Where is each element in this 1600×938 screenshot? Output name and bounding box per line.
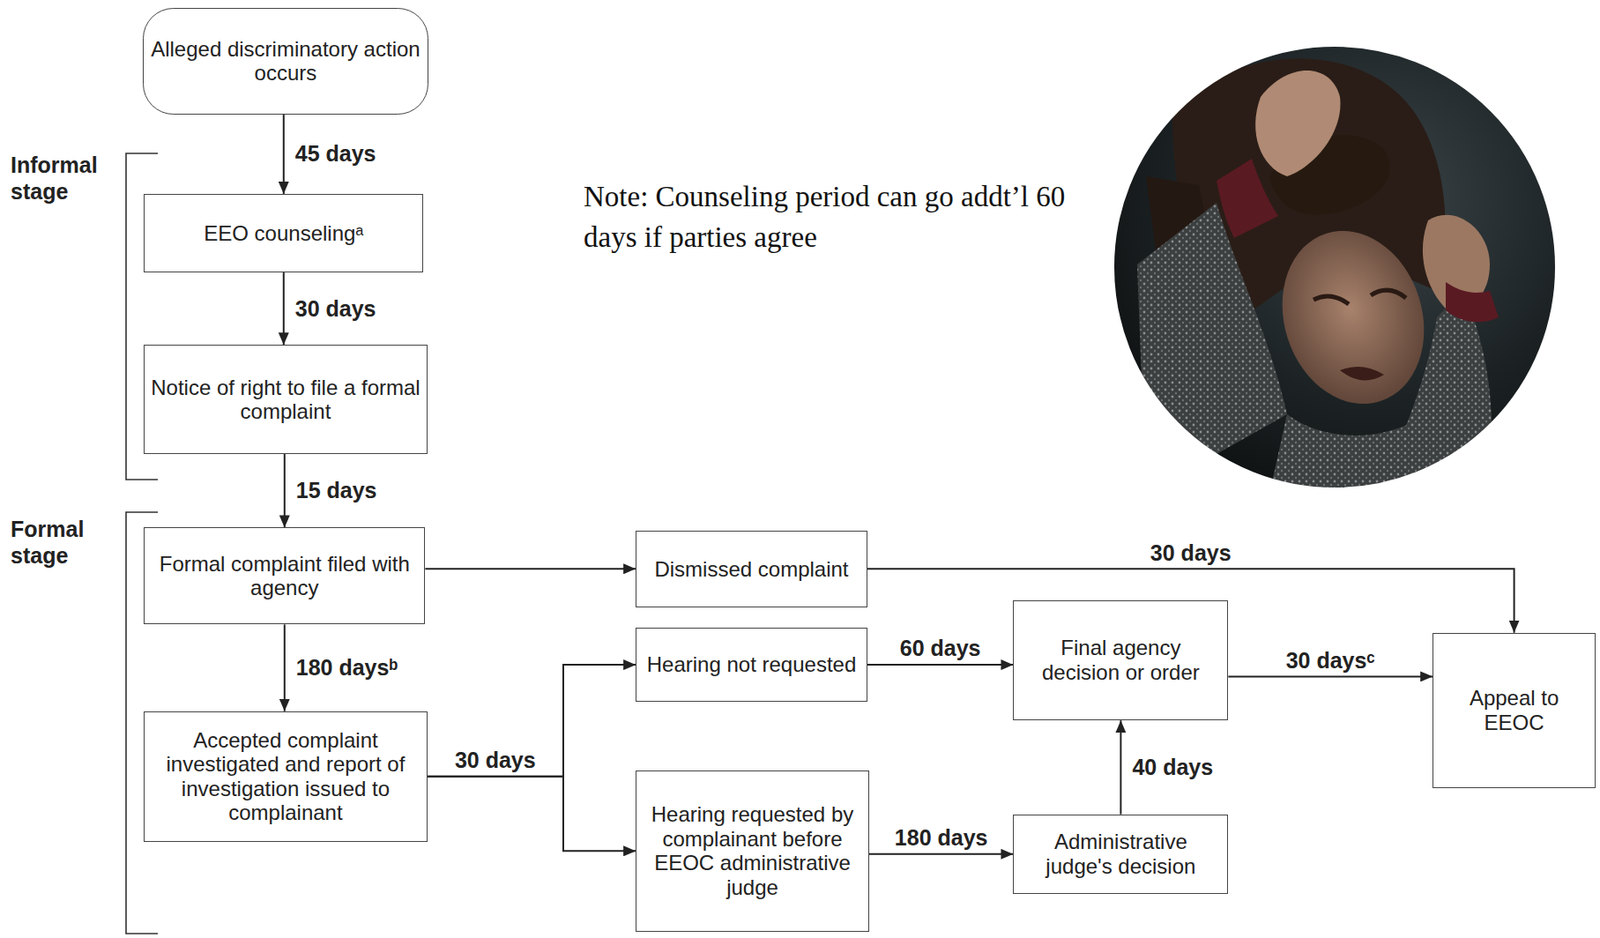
flow-arrow <box>1119 720 1122 815</box>
process-box: Appeal to EEOC <box>1432 632 1596 789</box>
photo-background <box>1110 44 1561 494</box>
face <box>1260 212 1446 423</box>
duration-label: 30 days <box>452 747 539 774</box>
distressed-woman-photo <box>1110 44 1561 494</box>
right-cuff <box>1445 282 1499 322</box>
process-box: Final agency decision or order <box>1012 600 1228 722</box>
box-text: Hearing requested by complainant before … <box>641 802 864 900</box>
duration-label: 180 days <box>892 825 991 851</box>
duration-label: 40 days <box>1129 754 1216 781</box>
left-sleeve <box>1137 202 1288 494</box>
mouth <box>1339 366 1385 380</box>
box-text: Hearing not requested <box>647 652 857 678</box>
process-box: Hearing not requested <box>635 627 868 702</box>
process-box: Formal complaint filed with agency <box>143 527 425 625</box>
box-text: Dismissed complaint <box>654 557 849 582</box>
duration-label: 60 days <box>897 635 984 662</box>
box-text: Administrative judge's decision <box>1019 829 1222 879</box>
process-box: Administrative judge's decision <box>1012 814 1228 894</box>
flow-arrow <box>283 624 286 711</box>
stage-label: Formal stage <box>10 515 126 569</box>
duration-label: 180 daysᵇ <box>293 654 401 681</box>
box-text: Accepted complaint investigated and repo… <box>149 728 421 826</box>
stage-label: Informal stage <box>10 151 126 205</box>
process-box: Accepted complaint investigated and repo… <box>143 711 427 842</box>
duration-label: 30 daysᶜ <box>1283 647 1378 674</box>
closed-eyes <box>1313 290 1407 305</box>
box-text: Notice of right to file a formal complai… <box>149 375 421 425</box>
duration-label: 30 days <box>292 296 380 322</box>
process-box: EEO counselingᵃ <box>143 193 424 273</box>
duration-label: 45 days <box>292 141 380 167</box>
note-text: Note: Counseling period can go addt’l 60… <box>583 176 1078 258</box>
start-terminal: Alleged discriminatory action occurs <box>142 7 429 114</box>
process-box: Hearing requested by complainant before … <box>635 770 870 932</box>
left-cuff <box>1216 158 1279 239</box>
flow-arrow <box>869 853 1014 856</box>
box-text: Appeal to EEOC <box>1438 685 1590 735</box>
flow-arrow <box>282 114 285 194</box>
photo-frame <box>1113 45 1556 489</box>
flow-arrow <box>282 272 285 345</box>
sweater <box>1269 414 1429 494</box>
process-box: Dismissed complaint <box>635 530 868 608</box>
process-box: Notice of right to file a formal complai… <box>143 344 427 454</box>
box-text: Final agency decision or order <box>1019 635 1222 685</box>
duration-label: 30 days <box>1147 540 1235 566</box>
flow-arrow <box>427 664 636 777</box>
flow-arrow <box>424 567 636 570</box>
flow-arrow <box>283 453 286 528</box>
box-text: EEO counselingᵃ <box>203 221 364 246</box>
box-text: Formal complaint filed with agency <box>149 551 419 601</box>
box-text: Alleged discriminatory action occurs <box>148 37 423 86</box>
left-hand <box>1255 70 1340 177</box>
duration-label: 15 days <box>293 477 380 504</box>
flow-arrow <box>867 663 1014 666</box>
flow-arrow <box>427 776 636 852</box>
flow-arrow <box>1227 675 1433 678</box>
